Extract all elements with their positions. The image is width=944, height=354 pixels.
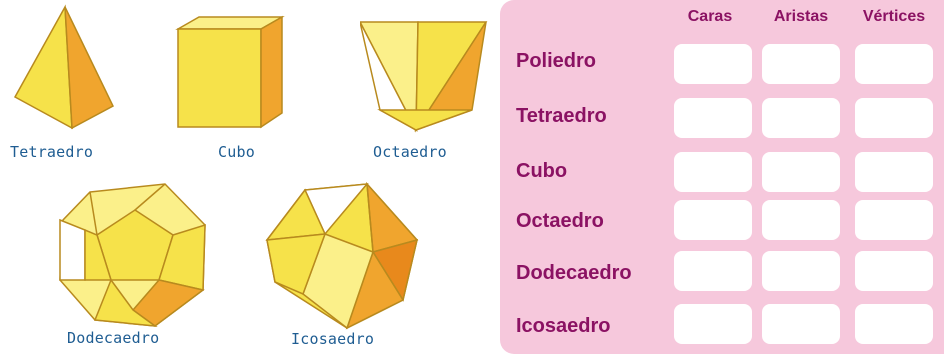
tetrahedron-label: Tetraedro [10, 143, 94, 161]
answer-cell[interactable] [674, 152, 752, 192]
icosahedron-icon [265, 182, 419, 330]
answer-cell[interactable] [855, 251, 933, 291]
icosahedron-label: Icosaedro [291, 330, 375, 348]
answer-cell[interactable] [674, 98, 752, 138]
row-label-poliedro: Poliedro [516, 50, 597, 72]
answer-cell[interactable] [762, 44, 840, 84]
answer-cell[interactable] [762, 98, 840, 138]
answer-cell[interactable] [762, 200, 840, 240]
row-label-octaedro: Octaedro [516, 210, 604, 232]
answer-cell[interactable] [855, 44, 933, 84]
row-label-tetraedro: Tetraedro [516, 105, 607, 127]
tetrahedron-icon [13, 4, 114, 130]
octahedron-label: Octaedro [373, 143, 447, 161]
answer-cell[interactable] [855, 200, 933, 240]
answer-cell[interactable] [674, 44, 752, 84]
row-label-cubo: Cubo [516, 160, 568, 182]
dodecahedron-label: Dodecaedro [67, 329, 160, 347]
column-header-vertices: Vértices [862, 8, 926, 25]
cube-label: Cubo [218, 143, 255, 161]
answer-cell[interactable] [855, 304, 933, 344]
octahedron-icon [360, 21, 488, 133]
column-header-aristas: Aristas [773, 8, 829, 25]
cube-icon [175, 15, 285, 129]
answer-cell[interactable] [855, 98, 933, 138]
answer-cell[interactable] [674, 200, 752, 240]
dodecahedron-icon [59, 183, 206, 328]
column-header-caras: Caras [687, 8, 733, 25]
answer-cell[interactable] [855, 152, 933, 192]
row-label-dodecaedro: Dodecaedro [516, 262, 632, 284]
answer-cell[interactable] [762, 251, 840, 291]
polyhedra-figure: Tetraedro Cubo Octaedro Dodecaedro [10, 4, 488, 348]
answer-cell[interactable] [674, 304, 752, 344]
answer-cell[interactable] [674, 251, 752, 291]
answer-cell[interactable] [762, 152, 840, 192]
worksheet-table: Caras Aristas Vértices Poliedro Tetraedr… [500, 0, 944, 354]
row-label-icosaedro: Icosaedro [516, 315, 611, 337]
answer-cell[interactable] [762, 304, 840, 344]
